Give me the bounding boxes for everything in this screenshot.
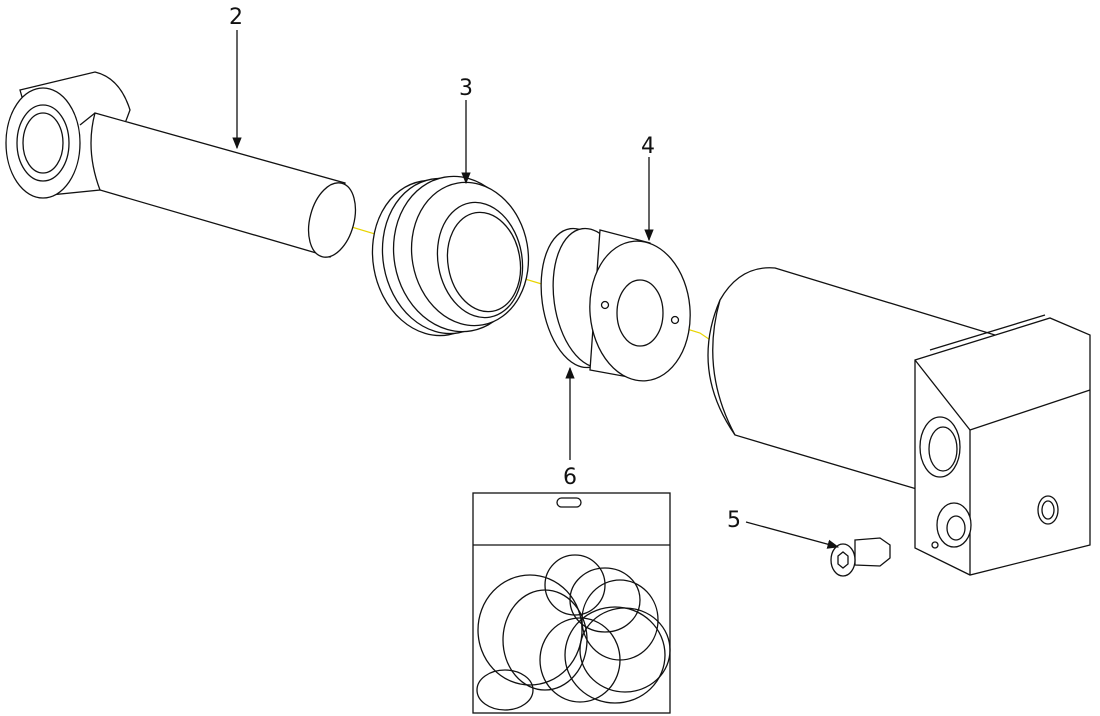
callout-5: 5 xyxy=(727,508,741,533)
callout-2: 2 xyxy=(229,5,243,30)
callout-4: 4 xyxy=(641,134,655,159)
cylinder-barrel xyxy=(707,267,1091,576)
leader-5 xyxy=(745,521,840,549)
part-4-piston xyxy=(540,227,691,382)
callout-6: 6 xyxy=(563,465,577,490)
part-2-piston-rod xyxy=(5,71,357,258)
part-6-seal-kit xyxy=(472,492,671,714)
callout-3: 3 xyxy=(459,76,473,101)
part-3-gland xyxy=(371,175,530,337)
part-5-screw xyxy=(830,537,891,577)
